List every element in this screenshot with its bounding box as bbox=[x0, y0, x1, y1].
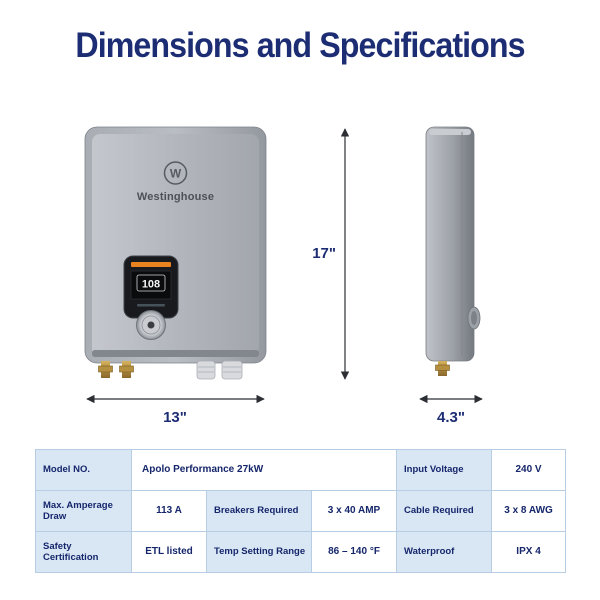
logo-letter: W bbox=[170, 167, 182, 181]
spec-label: Waterproof bbox=[396, 531, 493, 573]
display-panel: 108 bbox=[123, 255, 179, 319]
side-fitting bbox=[435, 361, 450, 376]
side-top-highlight bbox=[429, 129, 471, 135]
table-row: Model NO. Apolo Performance 27kW Input V… bbox=[35, 449, 567, 491]
spec-label: Cable Required bbox=[396, 490, 493, 532]
heater-side-body bbox=[425, 126, 475, 362]
heater-front-view: W Westinghouse 108 bbox=[84, 126, 267, 380]
spec-table: Model NO. Apolo Performance 27kW Input V… bbox=[35, 449, 567, 573]
spec-value: IPX 4 bbox=[491, 531, 567, 573]
display-subtext-bar bbox=[137, 304, 165, 307]
spec-value: 240 V bbox=[491, 449, 567, 491]
spec-label: Max. Amperage Draw bbox=[35, 490, 132, 532]
display-header-bar bbox=[131, 262, 171, 267]
depth-dimension-label: 4.3" bbox=[437, 409, 465, 426]
spec-value: 3 x 8 AWG bbox=[491, 490, 567, 532]
control-knob bbox=[136, 310, 166, 340]
brass-nut bbox=[119, 365, 134, 373]
display-reading: 108 bbox=[142, 279, 160, 291]
heater-bottom-edge bbox=[92, 350, 259, 357]
height-dimension: 17" bbox=[312, 128, 350, 380]
dimensions-diagram: W Westinghouse 108 bbox=[0, 88, 600, 442]
height-dimension-label: 17" bbox=[312, 245, 336, 262]
diagram-svg: W Westinghouse 108 bbox=[84, 126, 483, 426]
spec-label: Breakers Required bbox=[206, 490, 312, 532]
brand-text: Westinghouse bbox=[137, 191, 214, 203]
brass-nut bbox=[98, 365, 113, 373]
page-title: Dimensions and Specifications bbox=[75, 26, 525, 65]
width-dimension-label: 13" bbox=[163, 409, 187, 426]
water-fittings bbox=[98, 360, 243, 380]
heater-side-view bbox=[425, 126, 481, 376]
spec-value: Apolo Performance 27kW bbox=[130, 449, 398, 491]
width-dimension: 13" bbox=[86, 394, 265, 426]
plastic-connector bbox=[221, 360, 243, 380]
table-row: Max. Amperage Draw 113 A Breakers Requir… bbox=[35, 490, 567, 532]
spec-value: 3 x 40 AMP bbox=[310, 490, 398, 532]
spec-value: ETL listed bbox=[131, 531, 207, 573]
spec-label: Safety Certification bbox=[35, 531, 132, 573]
spec-label: Input Voltage bbox=[396, 449, 493, 491]
spec-value: 113 A bbox=[131, 490, 207, 532]
plastic-connector bbox=[196, 360, 216, 380]
side-knob bbox=[467, 306, 481, 330]
depth-dimension: 4.3" bbox=[419, 394, 483, 426]
spec-value: 86 – 140 °F bbox=[310, 531, 398, 573]
westinghouse-logo-icon: W bbox=[163, 161, 188, 185]
table-row: Safety Certification ETL listed Temp Set… bbox=[35, 531, 567, 573]
spec-label: Model NO. bbox=[35, 449, 132, 491]
spec-label: Temp Setting Range bbox=[206, 531, 312, 573]
